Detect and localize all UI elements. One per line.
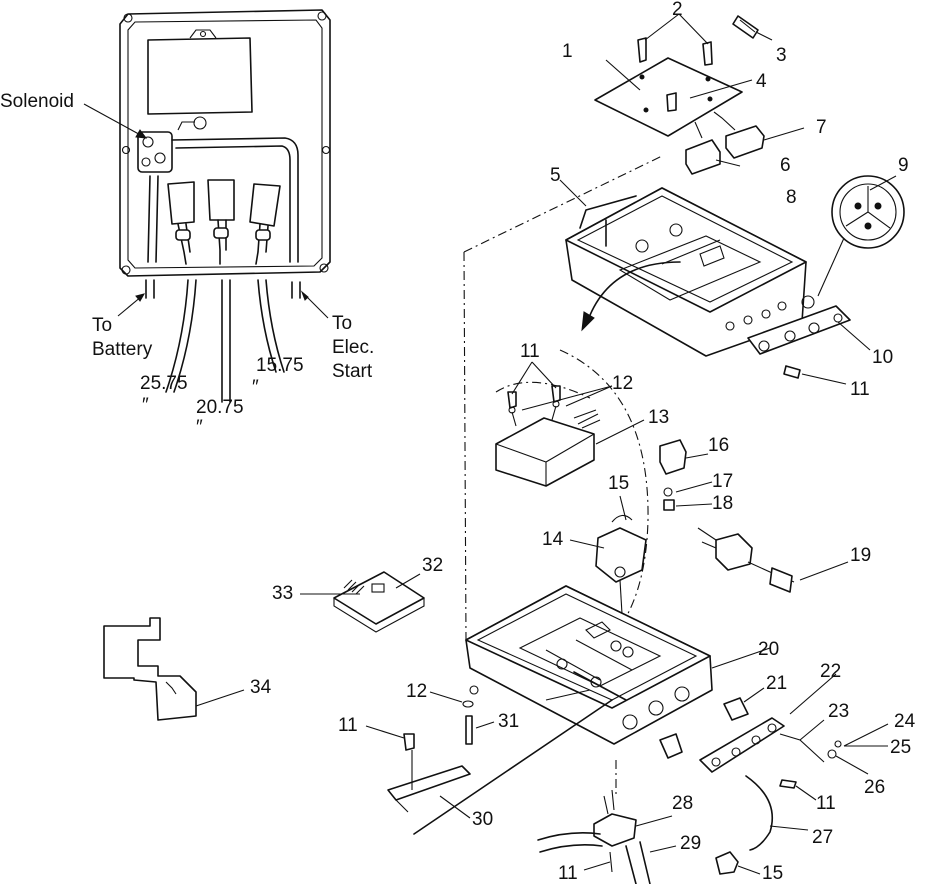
callout-11-b: 11	[520, 341, 540, 362]
callout-20: 20	[758, 639, 780, 660]
callout-6: 6	[780, 155, 791, 176]
callout-32: 32	[422, 555, 444, 576]
label-to-elec-1: To	[332, 313, 353, 334]
callout-23: 23	[828, 701, 850, 722]
label-to-elec-3: Start	[332, 361, 373, 382]
callout-15-a: 15	[608, 473, 630, 494]
label-to-battery-1: To	[92, 315, 113, 336]
callout-25: 25	[890, 737, 912, 758]
upper-enclosure	[559, 175, 905, 385]
inset-box-top-view	[83, 9, 331, 403]
callout-31: 31	[498, 711, 520, 732]
callout-5: 5	[550, 165, 561, 186]
callout-30: 30	[472, 809, 494, 830]
callout-24: 24	[894, 711, 916, 732]
callout-18: 18	[712, 493, 734, 514]
callout-17: 17	[712, 471, 734, 492]
cover-plate-assembly	[594, 13, 805, 175]
callout-11-d: 11	[558, 863, 578, 884]
callout-13: 13	[648, 407, 670, 428]
callout-9: 9	[898, 155, 909, 176]
callout-27: 27	[812, 827, 834, 848]
callout-1: 1	[562, 41, 573, 62]
callout-11-a: 11	[850, 379, 870, 400]
callout-26: 26	[864, 777, 886, 798]
callout-33: 33	[272, 583, 294, 604]
callout-14: 14	[542, 529, 564, 550]
callout-22: 22	[820, 661, 842, 682]
left-parts	[103, 617, 495, 819]
callout-16: 16	[708, 435, 730, 456]
callout-11-c: 11	[816, 793, 836, 814]
label-length-2075: 20.75	[196, 397, 244, 418]
label-length-1575: 15.75	[256, 355, 304, 376]
callout-21: 21	[766, 673, 788, 694]
label-inch-mark-3: ″	[252, 377, 259, 398]
label-to-elec-2: Elec.	[332, 337, 375, 358]
label-to-battery-2: Battery	[92, 339, 153, 360]
label-length-2575: 25.75	[140, 373, 188, 394]
callout-3: 3	[776, 45, 787, 66]
label-solenoid: Solenoid	[0, 91, 74, 112]
callout-12-a: 12	[612, 373, 634, 394]
callout-15-b: 15	[762, 863, 784, 884]
callout-10: 10	[872, 347, 894, 368]
callout-7: 7	[816, 117, 827, 138]
label-inch-mark-2: ″	[196, 417, 203, 438]
callout-4: 4	[756, 71, 767, 92]
callout-11-e: 11	[338, 715, 358, 736]
callout-2: 2	[672, 0, 683, 20]
callout-19: 19	[850, 545, 872, 566]
label-inch-mark-1: ″	[142, 395, 149, 416]
lower-enclosure	[413, 585, 889, 884]
callout-34: 34	[250, 677, 272, 698]
callout-28: 28	[672, 793, 694, 814]
callout-29: 29	[680, 833, 702, 854]
callout-12-b: 12	[406, 681, 428, 702]
middle-components	[300, 155, 849, 641]
callout-8: 8	[786, 187, 797, 208]
